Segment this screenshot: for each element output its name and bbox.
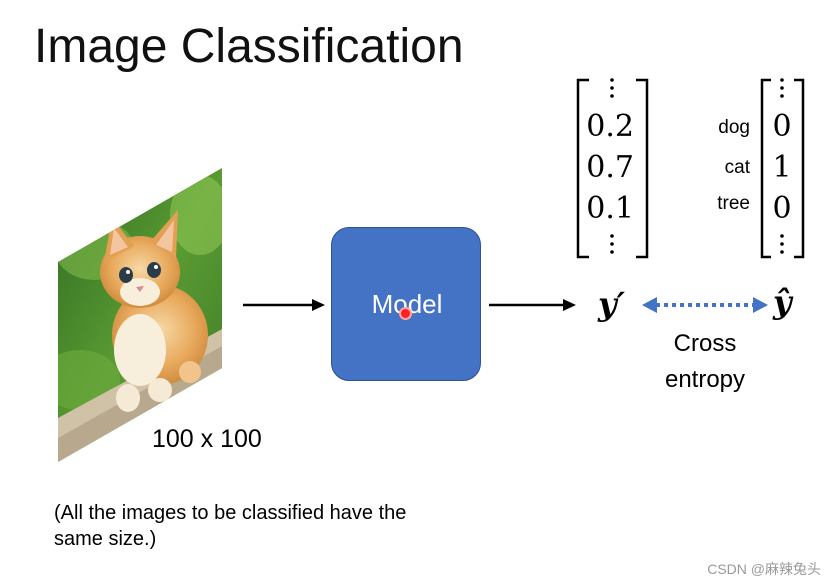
prediction-vector-ellipsis xyxy=(610,78,614,254)
model-to-output-arrow xyxy=(489,299,576,311)
slide-title: Image Classification xyxy=(34,20,464,73)
target-vector-ellipsis xyxy=(780,78,784,254)
footnote: (All the images to be classified have th… xyxy=(54,502,407,550)
cross-entropy-line2: entropy xyxy=(664,366,746,393)
cross-entropy-line1: Cross xyxy=(673,330,737,357)
prediction-value-3: 0.1 xyxy=(586,191,634,226)
class-label-cat: cat xyxy=(724,157,750,178)
image-to-model-arrow xyxy=(243,299,325,311)
cursor-pointer-icon xyxy=(399,307,412,320)
class-label-dog: dog xyxy=(718,117,750,138)
image-size-label: 100 x 100 xyxy=(152,425,262,453)
prediction-value-1: 0.2 xyxy=(586,109,634,144)
prediction-symbol: y′ xyxy=(598,285,626,323)
target-value-dog: 0 xyxy=(772,109,792,144)
class-label-tree: tree xyxy=(717,193,750,214)
watermark: CSDN @麻辣兔头 xyxy=(707,561,821,577)
target-vector-brackets xyxy=(760,78,805,259)
cross-entropy-label: Cross entropy xyxy=(640,326,770,398)
target-value-tree: 0 xyxy=(772,191,792,226)
target-symbol: ŷ xyxy=(773,283,792,321)
kitten-image xyxy=(58,168,222,462)
cross-entropy-arrow xyxy=(642,297,768,313)
prediction-vector-brackets xyxy=(576,78,649,259)
target-value-cat: 1 xyxy=(772,150,792,185)
prediction-value-2: 0.7 xyxy=(586,150,634,185)
model-box: Model xyxy=(331,227,481,381)
